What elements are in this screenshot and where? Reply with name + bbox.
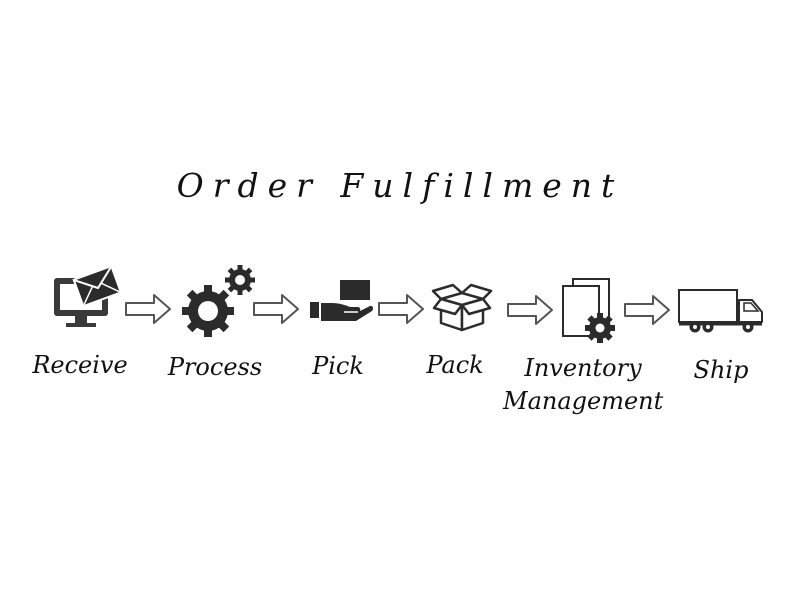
diagram-title: Order Fulfillment — [176, 166, 624, 205]
arrow-right-icon — [507, 295, 553, 325]
arrow-right-icon — [253, 294, 299, 324]
documents-gear-icon — [562, 278, 615, 343]
step-label-inventory-management: Inventory Management — [503, 354, 664, 415]
step-label-pick: Pick — [312, 352, 364, 380]
step-label-process: Process — [167, 353, 263, 381]
arrow-right-icon — [378, 294, 424, 324]
step-label-pack: Pack — [426, 351, 484, 379]
step-label-ship: Ship — [693, 356, 749, 384]
open-box-icon — [431, 283, 493, 332]
computer-mail-icon — [54, 266, 123, 327]
arrow-right-icon — [624, 295, 670, 325]
truck-icon — [678, 289, 763, 333]
arrow-right-icon — [125, 294, 171, 324]
gears-icon — [182, 265, 255, 337]
step-label-receive: Receive — [32, 351, 128, 379]
hand-box-icon — [310, 280, 374, 321]
